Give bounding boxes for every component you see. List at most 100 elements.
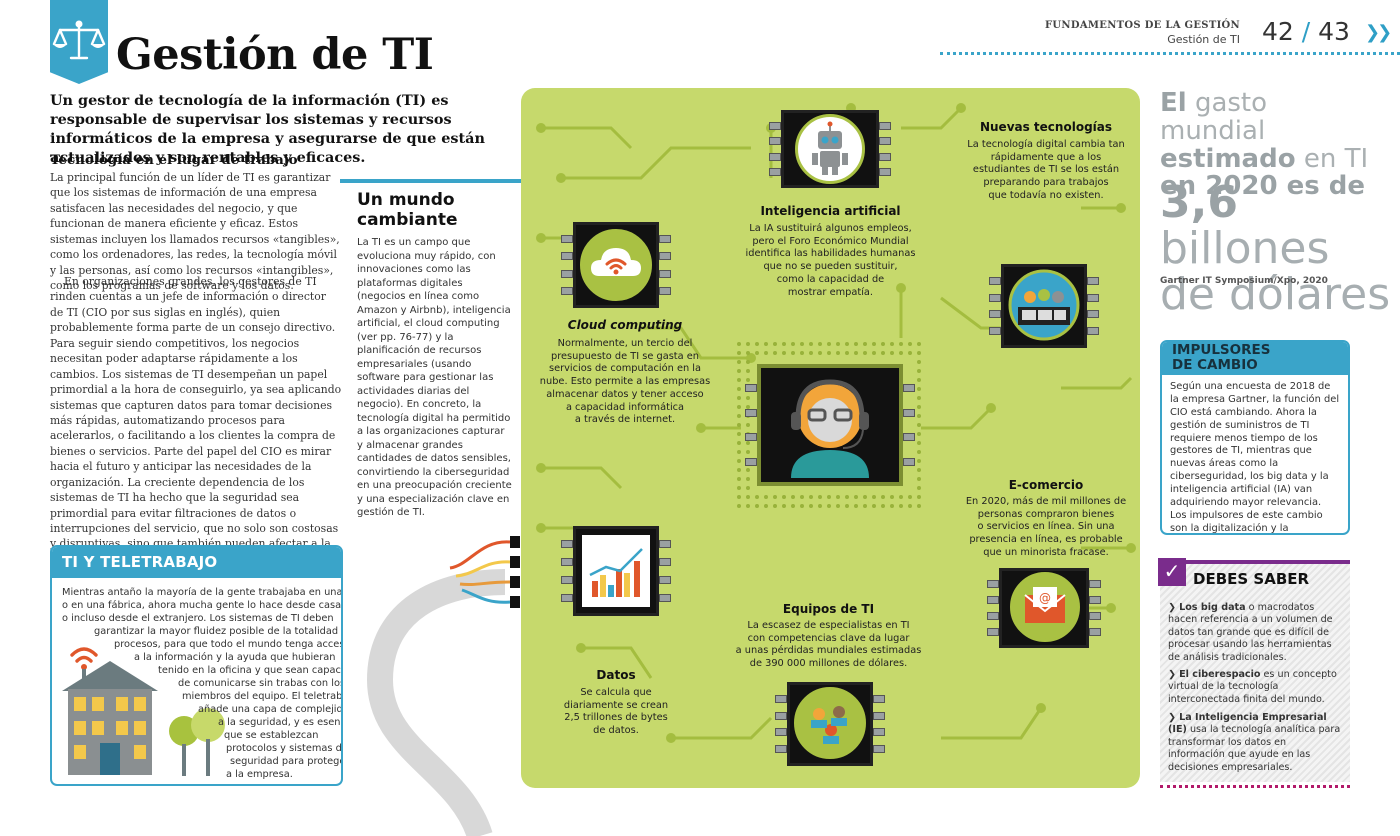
know-item-text: o macrodatos hacen referencia a un volum… xyxy=(1168,602,1333,663)
teams-icon-circle xyxy=(794,687,866,759)
running-header: FUNDAMENTOS DE LA GESTIÓN Gestión de TI xyxy=(1045,20,1240,46)
telework-line: añade una capa de complejidad xyxy=(198,704,343,715)
chip-pin xyxy=(879,152,891,161)
chip-pin xyxy=(769,137,781,146)
text-line: Normalmente, un tercio del xyxy=(557,338,693,349)
cloud-wifi-icon xyxy=(591,248,641,276)
text-line: La escasez de especialistas en TI xyxy=(747,620,910,631)
circuit-board: Inteligencia artificial La IA sustituirá… xyxy=(521,88,1140,788)
chip-pin xyxy=(775,728,787,737)
drivers-heading-line-1: IMPULSORES xyxy=(1172,342,1271,358)
chevron-right-icon: ❯❯ xyxy=(1365,22,1392,43)
text-line: con competencias clave da lugar xyxy=(747,632,910,644)
chip-pin xyxy=(903,457,915,466)
chip-pin xyxy=(659,252,671,261)
chip-pin xyxy=(745,433,757,442)
chip-pin xyxy=(775,694,787,703)
drivers-heading-line-2: DE CAMBIO xyxy=(1172,357,1258,373)
data-chip xyxy=(573,526,659,616)
text-line: mostrar empatía. xyxy=(787,286,874,298)
chip-pin xyxy=(745,457,757,466)
telework-box: TI Y TELETRABAJO Mientras antaño la mayo… xyxy=(50,545,343,786)
workplace-heading: Tecnología en el lugar de trabajo xyxy=(50,152,298,168)
chip-pin xyxy=(561,576,573,584)
text-line: La tecnología digital cambia tan xyxy=(967,139,1125,150)
stat-big-unit: billones xyxy=(1160,223,1330,275)
teams-heading: Equipos de TI xyxy=(782,602,875,616)
page-title: Gestión de TI xyxy=(116,30,434,80)
chip-pin xyxy=(873,694,885,703)
know-item-text: usa la tecnología analítica para transfo… xyxy=(1168,724,1341,773)
know-box-topbar xyxy=(1160,560,1350,564)
chip-pin xyxy=(903,433,915,442)
ai-icon-circle xyxy=(795,114,865,184)
robot-icon xyxy=(812,121,848,175)
chip-pin xyxy=(1089,628,1101,636)
text-line: diariamente se crean xyxy=(563,699,669,711)
chip-pin xyxy=(659,576,671,584)
headset-team-icon xyxy=(811,706,847,744)
ai-chip xyxy=(781,110,879,188)
telework-line: o en una fábrica, ahora mucha gente lo h… xyxy=(62,600,342,611)
chip-pin xyxy=(987,580,999,588)
stat-intro: El gasto mundial estimado en TI en 2020 … xyxy=(1160,89,1380,202)
text-line: La IA sustituirá algunos empleos, xyxy=(749,223,912,234)
chip-pin xyxy=(775,745,787,754)
chip-pin xyxy=(561,558,573,566)
know-heading: DEBES SABER xyxy=(1193,570,1310,588)
know-item: ❯ La Inteligencia Empresarial (IE) usa l… xyxy=(1168,712,1341,773)
newtech-chip xyxy=(1001,264,1087,348)
chip-pin xyxy=(873,711,885,720)
chip-pin xyxy=(989,327,1001,336)
text-line: estudiantes de TI se los están xyxy=(972,164,1120,176)
changing-world-heading: Un mundo cambiante xyxy=(357,190,458,230)
chip-pin xyxy=(561,269,573,278)
text-line: que no se pueden sustituir, xyxy=(763,261,898,273)
telework-line: procesos, para que todo el mundo tenga a… xyxy=(114,639,343,650)
chip-pin xyxy=(1089,580,1101,588)
page-separator: / xyxy=(1301,17,1311,46)
chip-pin xyxy=(659,286,671,295)
dotted-divider-bottom xyxy=(1160,785,1350,788)
telework-line: a la información y la ayuda que hubieran xyxy=(134,652,336,663)
text-line: almacenar datos y tener acceso xyxy=(546,388,704,400)
text-line: a capacidad informática xyxy=(565,401,685,413)
chip-pin xyxy=(1087,276,1099,285)
stat-source: Gartner IT Symposium/Xpo, 2020 xyxy=(1160,276,1328,286)
page-numbers: 42 / 43 xyxy=(1262,17,1350,46)
telework-line: Mientras antaño la mayoría de la gente t… xyxy=(62,587,343,598)
bar-chart-icon xyxy=(582,535,650,607)
text-line: 2,5 trillones de bytes xyxy=(564,712,668,724)
text-line: rápidamente que a los xyxy=(990,151,1102,163)
changing-heading-line-2: cambiante xyxy=(357,209,458,230)
chip-pin xyxy=(659,235,671,244)
telework-line: garantizar la mayor fluidez posible de l… xyxy=(94,626,343,637)
chip-pin xyxy=(769,152,781,161)
central-chip xyxy=(757,364,903,486)
chip-pin xyxy=(561,252,573,261)
chip-pin xyxy=(769,168,781,177)
telework-line: de comunicarse sin trabas con los xyxy=(178,678,343,689)
text-line: personas compraron bienes xyxy=(977,508,1115,520)
cloud-icon-circle xyxy=(580,229,652,301)
people-with-laptops-icon xyxy=(1008,269,1080,341)
chip-pin xyxy=(987,612,999,620)
house-icon xyxy=(62,647,225,776)
know-box xyxy=(1160,560,1350,782)
telework-line: a la empresa. xyxy=(226,769,293,780)
dotted-divider xyxy=(940,52,1400,55)
cloud-chip xyxy=(573,222,659,308)
text-line: que todavía no existen. xyxy=(988,189,1104,201)
chip-pin xyxy=(1087,327,1099,336)
know-item: ❯ El ciberespacio es un concepto virtual… xyxy=(1168,669,1337,705)
chip-pin xyxy=(1087,293,1099,302)
text-line: presencia en línea, es probable xyxy=(969,534,1123,546)
chip-pin xyxy=(561,286,573,295)
drivers-heading: IMPULSORES DE CAMBIO xyxy=(1162,342,1348,375)
chip-pin xyxy=(873,728,885,737)
workplace-paragraph-2: En organizaciones grandes, los gestores … xyxy=(50,275,342,566)
stat-line3-bold: en 2020 es de xyxy=(1160,171,1366,202)
